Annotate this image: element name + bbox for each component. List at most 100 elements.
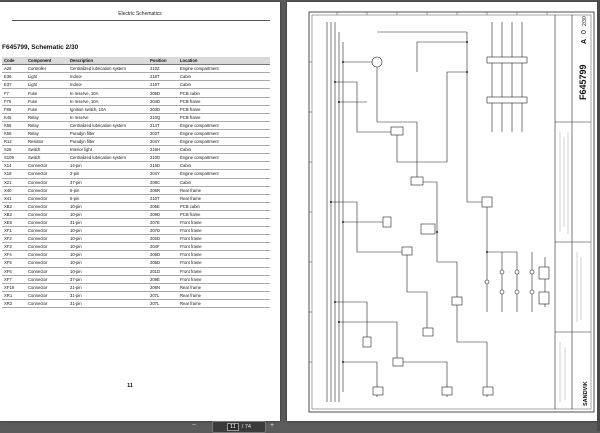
table-cell: Light (26, 80, 68, 90)
document-page-right: F645799 A 0 2/30 SANDVIK (287, 2, 600, 421)
table-cell: X40 (2, 186, 26, 195)
table-cell: PCB frame (178, 113, 270, 122)
table-cell: 205E (148, 202, 178, 211)
table-cell: Cabin (178, 178, 270, 187)
table-cell: Front frame (178, 250, 270, 260)
table-cell: F7 (2, 88, 26, 98)
table-cell: 2-pin (68, 169, 148, 179)
table-cell: Engine compartment (178, 137, 270, 147)
table-cell: Front frame (178, 267, 270, 276)
table-cell: Controller (26, 64, 68, 74)
table-cell: 218T (148, 72, 178, 82)
table-cell: 210T (148, 194, 178, 203)
table-cell: 37-pin (68, 178, 148, 187)
table-cell: 10-pin (68, 234, 148, 244)
table-cell: XF4 (2, 250, 26, 260)
table-cell: Front frame (178, 234, 270, 244)
table-cell: 209D (148, 210, 178, 219)
table-cell: In reserve (68, 113, 148, 122)
table-cell: E37 (2, 80, 26, 90)
table-cell: 204Y (148, 169, 178, 179)
table-cell: 216H (148, 145, 178, 155)
table-cell: Front frame (178, 226, 270, 236)
table-header-cell: Code (2, 57, 26, 66)
table-cell: 207L (148, 299, 178, 309)
table-cell: 6-pin (68, 186, 148, 195)
table-cell: Connector (26, 234, 68, 244)
table-cell: 21-pin (68, 283, 148, 292)
table-cell: Connector (26, 194, 68, 203)
table-cell: K45 (2, 113, 26, 122)
table-cell: Relay (26, 121, 68, 130)
table-cell: Engine compartment (178, 121, 270, 130)
table-cell: 205D (148, 88, 178, 98)
plus-icon[interactable]: + (269, 422, 275, 429)
table-cell: Rear frame (178, 291, 270, 300)
sandvik-logo: SANDVIK (583, 381, 589, 406)
table-cell: In reserve, 10A (68, 97, 148, 106)
document-page-left: Electric Schematics F645799, Schematic 2… (0, 2, 280, 421)
table-cell: Puradyn filter (68, 129, 148, 139)
drawing-revision: A (581, 39, 588, 44)
table-cell: Connector (26, 275, 68, 284)
table-cell: Centralized lubrication system (68, 64, 148, 74)
table-cell: 210D (148, 153, 178, 163)
table-cell: XE6 (2, 218, 26, 228)
table-cell: 10-pin (68, 250, 148, 260)
table-cell: PCB frame (178, 105, 270, 114)
table-cell: Engine compartment (178, 129, 270, 139)
table-cell: 216D (148, 161, 178, 171)
table-cell: XF2 (2, 234, 26, 244)
minus-icon[interactable]: − (191, 422, 197, 429)
schematic-components (362, 56, 550, 396)
table-header-cell: Location (178, 57, 270, 66)
table-cell: Connector (26, 218, 68, 228)
table-cell: 207L (148, 291, 178, 300)
table-cell: 202D (148, 234, 178, 244)
table-cell: Front frame (178, 258, 270, 268)
frame-ticks (309, 12, 548, 363)
table-cell: 206N (148, 283, 178, 292)
table-cell: X21 (2, 178, 26, 187)
table-cell: Connector (26, 283, 68, 292)
table-cell: XF7 (2, 275, 26, 284)
table-cell: Connector (26, 250, 68, 260)
schematic-title: F645799, Schematic 2/30 (2, 44, 79, 51)
drawing-sheet-index: 0 (581, 30, 588, 34)
table-cell: 10-pin (68, 202, 148, 211)
table-cell: A26 (2, 64, 26, 74)
table-cell: X41 (2, 194, 26, 203)
table-cell: K55 (2, 121, 26, 130)
table-header-cell: Component (26, 57, 68, 66)
viewer-scrollbar[interactable] (597, 0, 600, 431)
table-cell: Connector (26, 291, 68, 300)
table-cell: XB2 (2, 210, 26, 219)
current-page-input[interactable]: 11 (227, 423, 239, 431)
table-cell: 206R (148, 186, 178, 195)
wiring-schematic: F645799 A 0 2/30 SANDVIK (308, 11, 595, 413)
table-cell: Engine compartment (178, 169, 270, 179)
table-cell: Front frame (178, 218, 270, 228)
table-cell: Cabin (178, 145, 270, 155)
table-cell: Ignition switch, 10A (68, 105, 148, 114)
table-cell: XR2 (2, 299, 26, 309)
table-cell: XR1 (2, 291, 26, 300)
table-cell: XF1 (2, 226, 26, 236)
table-cell: Indoor (68, 72, 148, 82)
table-cell: Resistor (26, 137, 68, 147)
table-cell: F75 (2, 97, 26, 106)
table-cell: 207E (148, 218, 178, 228)
